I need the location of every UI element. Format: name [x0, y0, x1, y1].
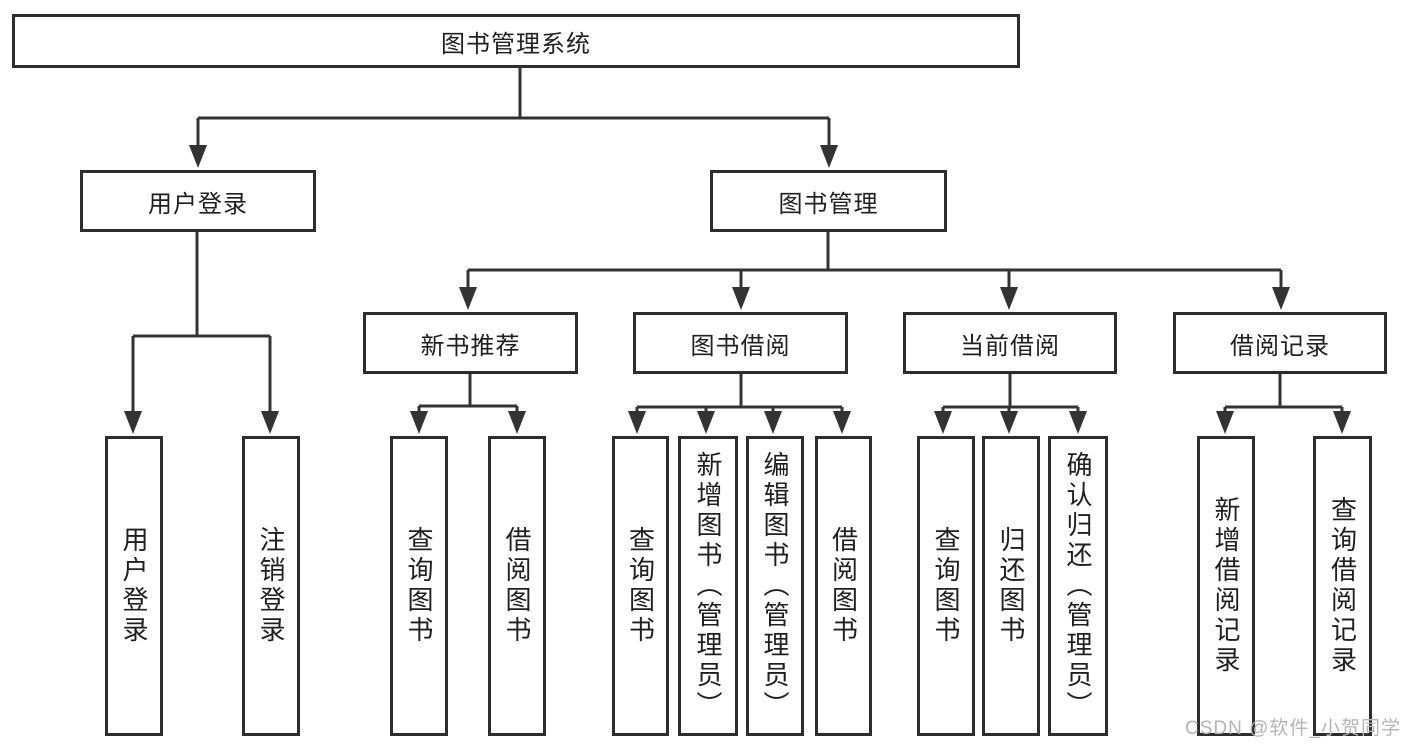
leaf-query-books-current-label: 查询图书	[931, 526, 961, 646]
leaf-query-books-recommend-label: 查询图书	[404, 526, 434, 646]
arrowheads	[124, 145, 1351, 434]
leaf-query-books-borrow: 查询图书	[612, 436, 669, 736]
node-book-management: 图书管理	[710, 170, 947, 232]
node-book-management-label: 图书管理	[778, 190, 879, 218]
node-new-book-recommend: 新书推荐	[363, 312, 578, 374]
node-book-borrow-label: 图书借阅	[690, 332, 791, 360]
node-borrow-records: 借阅记录	[1173, 312, 1387, 374]
node-current-borrow-label: 当前借阅	[960, 332, 1060, 360]
leaf-logout-label: 注销登录	[256, 526, 286, 646]
leaf-query-books-current: 查询图书	[917, 436, 975, 736]
leaf-query-borrow-record: 查询借阅记录	[1313, 436, 1372, 736]
leaf-add-books-admin-label: 新增图书（管理员）	[693, 451, 723, 721]
leaf-edit-books-admin: 编辑图书（管理员）	[746, 436, 804, 736]
leaf-query-borrow-record-label: 查询借阅记录	[1327, 496, 1358, 676]
leaf-borrow-books-recommend-label: 借阅图书	[502, 526, 532, 646]
node-user-login-label: 用户登录	[148, 190, 248, 218]
leaf-user-login-label: 用户登录	[119, 526, 149, 646]
leaf-borrow-books-recommend: 借阅图书	[488, 436, 546, 736]
leaf-confirm-return-admin-label: 确认归还（管理员）	[1063, 451, 1093, 721]
leaf-edit-books-admin-label: 编辑图书（管理员）	[760, 451, 790, 721]
leaf-add-books-admin: 新增图书（管理员）	[678, 436, 738, 736]
leaf-return-books-label: 归还图书	[996, 526, 1026, 646]
node-current-borrow: 当前借阅	[903, 312, 1117, 374]
node-user-login: 用户登录	[80, 170, 316, 232]
node-new-book-recommend-label: 新书推荐	[420, 332, 521, 360]
leaf-query-books-borrow-label: 查询图书	[625, 526, 656, 646]
leaf-borrow-books-label: 借阅图书	[828, 526, 859, 646]
leaf-query-books-recommend: 查询图书	[390, 436, 448, 736]
leaf-add-borrow-record: 新增借阅记录	[1197, 436, 1255, 736]
leaf-user-login: 用户登录	[105, 436, 163, 736]
leaf-confirm-return-admin: 确认归还（管理员）	[1048, 436, 1108, 736]
leaf-add-borrow-record-label: 新增借阅记录	[1211, 496, 1241, 676]
node-root: 图书管理系统	[12, 14, 1020, 68]
node-borrow-records-label: 借阅记录	[1230, 332, 1330, 360]
node-root-label: 图书管理系统	[441, 30, 591, 58]
node-book-borrow: 图书借阅	[633, 312, 848, 374]
leaf-logout: 注销登录	[242, 436, 300, 736]
watermark-text: CSDN @软件_小贺同学	[1185, 718, 1401, 739]
leaf-borrow-books: 借阅图书	[815, 436, 872, 736]
leaf-return-books: 归还图书	[982, 436, 1040, 736]
